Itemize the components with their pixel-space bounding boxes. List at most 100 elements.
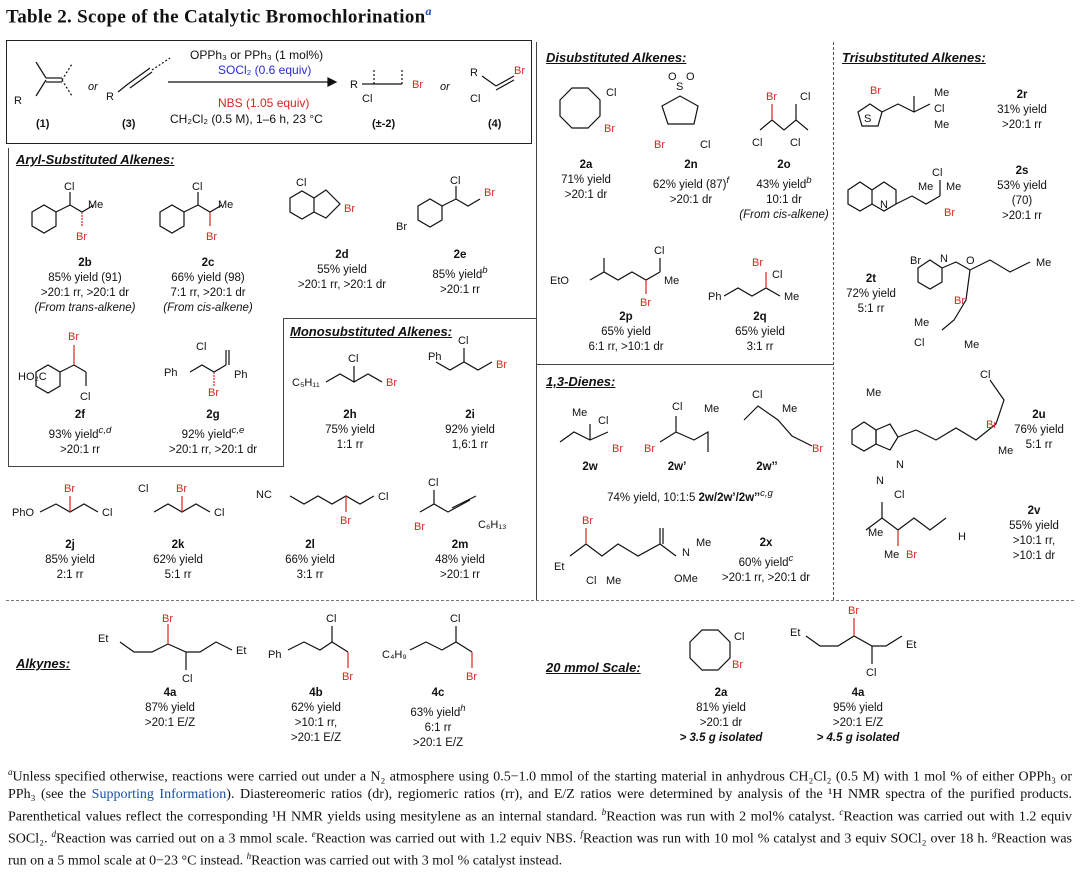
svg-text:Cl: Cl xyxy=(700,139,710,151)
divider-dienes-top xyxy=(537,364,833,365)
svg-text:OMe: OMe xyxy=(674,573,698,585)
svg-text:Cl: Cl xyxy=(606,87,616,99)
svg-text:Cl: Cl xyxy=(428,477,438,489)
svg-text:Me: Me xyxy=(696,537,711,549)
label-4: (4) xyxy=(488,118,502,130)
svg-text:Ph: Ph xyxy=(164,367,177,379)
scheme-nbs: NBS (1.05 equiv) xyxy=(218,96,310,110)
svg-text:O: O xyxy=(966,255,975,267)
svg-text:Cl: Cl xyxy=(348,353,358,365)
scheme-box xyxy=(6,40,532,144)
label-3: (3) xyxy=(122,118,136,130)
svg-text:Cl: Cl xyxy=(934,103,944,115)
svg-text:Me: Me xyxy=(884,549,899,561)
svg-text:EtO: EtO xyxy=(550,275,569,287)
svg-text:Me: Me xyxy=(664,275,679,287)
svg-text:Et: Et xyxy=(790,627,800,639)
svg-text:Ph: Ph xyxy=(708,291,721,303)
svg-text:Cl: Cl xyxy=(598,415,608,427)
svg-text:Br: Br xyxy=(848,605,859,617)
svg-text:Br: Br xyxy=(582,515,593,527)
svg-text:R: R xyxy=(14,95,22,107)
svg-text:Br: Br xyxy=(732,659,743,671)
svg-text:Br: Br xyxy=(752,257,763,269)
svg-text:Br: Br xyxy=(340,515,351,527)
svg-text:Br: Br xyxy=(208,387,219,399)
svg-text:Br: Br xyxy=(396,221,407,233)
svg-text:Br: Br xyxy=(64,483,75,495)
header-alkynes: Alkynes: xyxy=(16,656,71,671)
svg-text:Br: Br xyxy=(644,443,655,455)
svg-text:Cl: Cl xyxy=(182,673,192,685)
svg-text:HO₂C: HO₂C xyxy=(18,371,47,383)
supporting-info-link[interactable]: Supporting Information xyxy=(91,787,227,803)
header-tri: Trisubstituted Alkenes: xyxy=(842,50,986,65)
divider-vertical-right xyxy=(833,42,835,600)
svg-text:Cl: Cl xyxy=(980,369,990,381)
svg-text:Br: Br xyxy=(944,207,955,219)
svg-text:Cl: Cl xyxy=(932,167,942,179)
svg-text:Et: Et xyxy=(906,639,916,651)
entry-2w: 74% yield, 10:1:5 2w/2w’/2w’’c,g xyxy=(607,488,773,504)
svg-text:Br: Br xyxy=(654,139,665,151)
svg-text:or: or xyxy=(88,81,99,93)
svg-text:Cl: Cl xyxy=(450,613,460,625)
svg-text:PhO: PhO xyxy=(12,507,34,519)
svg-text:Br: Br xyxy=(206,231,217,243)
svg-text:N: N xyxy=(940,253,948,265)
svg-text:Cl: Cl xyxy=(458,335,468,347)
svg-text:Cl: Cl xyxy=(192,181,202,193)
label-1: (1) xyxy=(36,118,50,130)
svg-text:Br: Br xyxy=(910,255,921,267)
svg-text:Cl: Cl xyxy=(894,489,904,501)
svg-text:Cl: Cl xyxy=(586,575,596,587)
header-aryl: Aryl-Substituted Alkenes: xyxy=(16,152,175,167)
svg-text:Me: Me xyxy=(918,181,933,193)
svg-text:Me: Me xyxy=(866,387,881,399)
svg-text:Cl: Cl xyxy=(672,401,682,413)
svg-text:C₆H₁₃: C₆H₁₃ xyxy=(478,519,507,531)
divider-alkynes xyxy=(6,600,1074,601)
svg-text:Br: Br xyxy=(640,297,651,309)
svg-text:Br: Br xyxy=(412,79,423,91)
svg-text:Cl: Cl xyxy=(362,93,372,105)
svg-text:Cl: Cl xyxy=(80,391,90,403)
svg-text:Et: Et xyxy=(554,561,564,573)
svg-text:Me: Me xyxy=(218,199,233,211)
svg-text:Me: Me xyxy=(704,403,719,415)
divider-aryl-bottom xyxy=(8,466,284,467)
svg-text:Br: Br xyxy=(386,377,397,389)
svg-text:Cl: Cl xyxy=(790,137,800,149)
svg-text:Cl: Cl xyxy=(734,631,744,643)
table-title: Table 2. Scope of the Catalytic Bromochl… xyxy=(6,4,432,28)
svg-text:Cl: Cl xyxy=(296,177,306,189)
svg-text:Cl: Cl xyxy=(752,137,762,149)
svg-text:Cl: Cl xyxy=(196,341,206,353)
svg-text:N: N xyxy=(682,547,690,559)
scheme-socl2: SOCl₂ (0.6 equiv) xyxy=(218,63,312,77)
svg-text:Br: Br xyxy=(986,419,997,431)
svg-text:Me: Me xyxy=(964,339,979,351)
svg-text:Cl: Cl xyxy=(214,507,224,519)
svg-text:Br: Br xyxy=(496,359,507,371)
svg-text:Cl: Cl xyxy=(470,93,480,105)
svg-text:Br: Br xyxy=(612,443,623,455)
svg-text:Me: Me xyxy=(934,87,949,99)
svg-text:Cl: Cl xyxy=(772,269,782,281)
svg-text:Br: Br xyxy=(162,613,173,625)
